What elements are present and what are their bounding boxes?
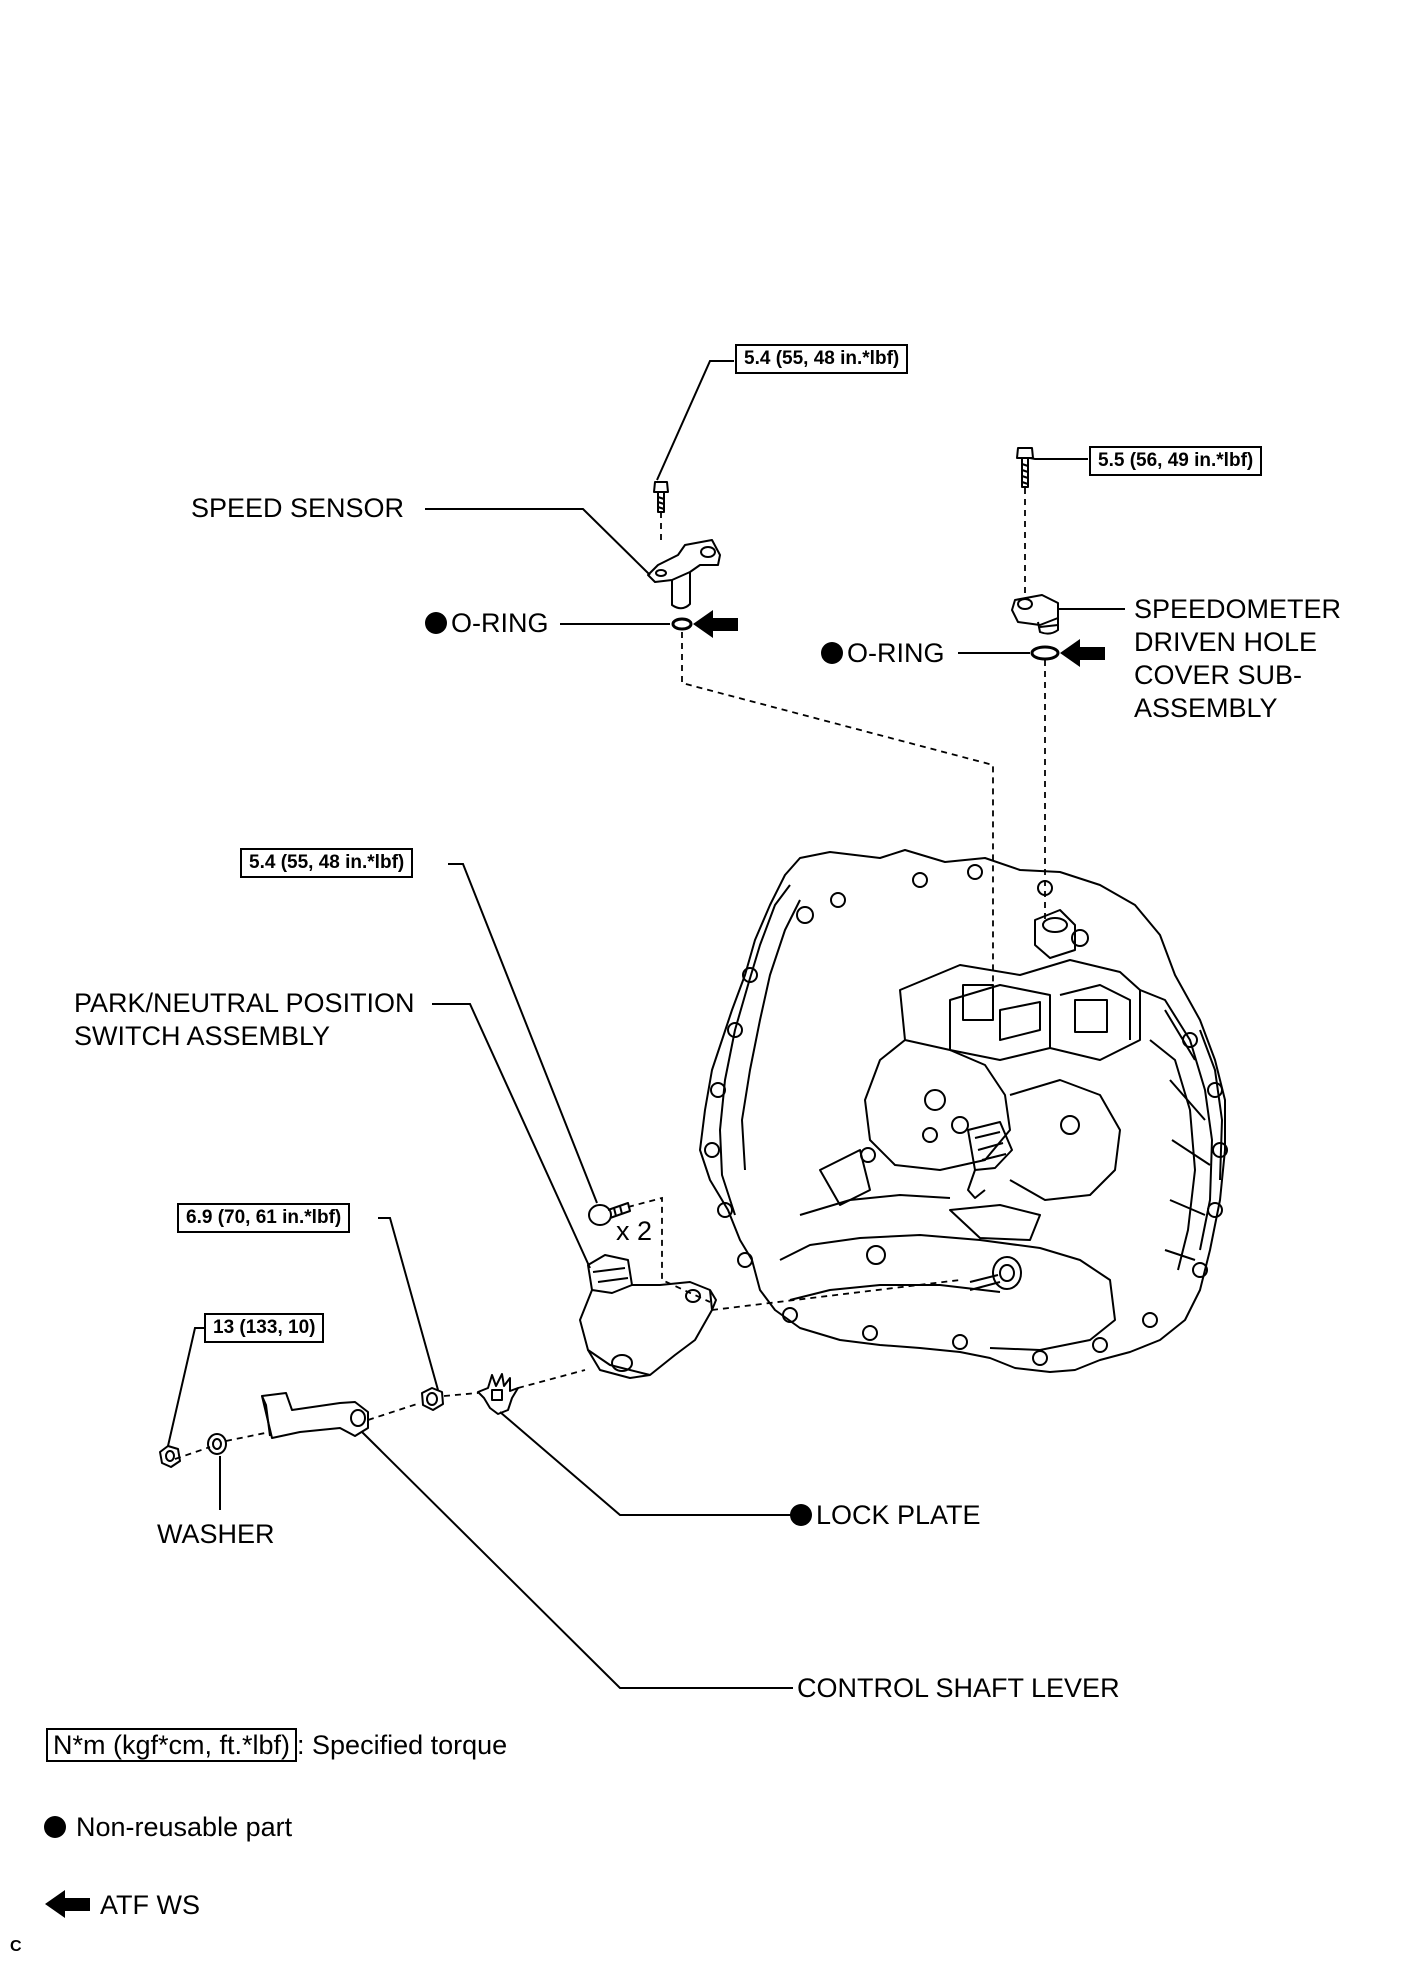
pnp-switch-nut — [421, 1387, 444, 1411]
label-line: PARK/NEUTRAL POSITION — [74, 988, 415, 1018]
label-lock-plate: LOCK PLATE — [790, 1499, 981, 1532]
label-line: DRIVEN HOLE — [1134, 627, 1318, 657]
speedometer-driven-hole-cover — [1011, 594, 1059, 635]
assembly-lines — [174, 488, 1046, 1460]
lever-nut — [159, 1445, 181, 1468]
label-speedometer-cover: SPEEDOMETER DRIVEN HOLE COVER SUB- ASSEM… — [1134, 593, 1341, 725]
torque-pnp-switch-bolt: 5.4 (55, 48 in.*lbf) — [240, 848, 414, 878]
washer-part — [207, 1433, 227, 1455]
label-o-ring-2: O-RING — [821, 637, 945, 670]
park-neutral-position-switch — [579, 1254, 717, 1379]
transaxle-housing — [699, 849, 1228, 1373]
legend-torque: N*m (kgf*cm, ft.*lbf): Specified torque — [46, 1728, 508, 1762]
label-line: ASSEMBLY — [1134, 693, 1278, 723]
legend-atf: ATF WS — [100, 1890, 200, 1920]
label-control-shaft-lever: CONTROL SHAFT LEVER — [797, 1673, 1120, 1703]
legend-non-reusable: Non-reusable part — [44, 1811, 292, 1844]
label-lock-plate-text: LOCK PLATE — [816, 1500, 981, 1530]
legend-torque-box: N*m (kgf*cm, ft.*lbf) — [46, 1728, 298, 1762]
label-line: COVER SUB- — [1134, 660, 1303, 690]
non-reusable-dot-icon — [790, 1504, 812, 1526]
non-reusable-dot-icon — [44, 1816, 66, 1838]
legend-torque-text: : Specified torque — [297, 1730, 508, 1760]
label-o-ring-1-text: O-RING — [451, 608, 549, 638]
label-washer: WASHER — [157, 1519, 275, 1549]
control-shaft-lever — [261, 1392, 369, 1439]
label-speed-sensor: SPEED SENSOR — [191, 493, 405, 523]
speed-sensor-bolt — [653, 481, 669, 513]
torque-cover-bolt: 5.5 (56, 49 in.*lbf) — [1089, 446, 1263, 476]
label-line: SPEEDOMETER — [1134, 594, 1342, 624]
torque-speed-sensor-bolt: 5.4 (55, 48 in.*lbf) — [735, 344, 909, 374]
figure-code: C — [10, 1938, 22, 1955]
atf-arrow-1 — [693, 610, 738, 638]
lock-plate — [477, 1373, 519, 1415]
non-reusable-dot-icon — [425, 612, 447, 634]
non-reusable-dot-icon — [821, 642, 843, 664]
leader-lines — [167, 360, 1125, 1689]
label-o-ring-2-text: O-RING — [847, 638, 945, 668]
speed-sensor — [647, 539, 721, 610]
label-o-ring-1: O-RING — [425, 607, 549, 640]
legend-non-reusable-text: Non-reusable part — [76, 1812, 293, 1842]
label-x2: x 2 — [616, 1216, 653, 1246]
cover-bolt — [1016, 447, 1034, 488]
label-line: SWITCH ASSEMBLY — [74, 1021, 331, 1051]
torque-lever-nut: 13 (133, 10) — [204, 1313, 325, 1343]
atf-arrow-2 — [1060, 639, 1105, 667]
label-pnp-switch: PARK/NEUTRAL POSITION SWITCH ASSEMBLY — [74, 987, 415, 1053]
o-ring-1 — [671, 617, 693, 631]
o-ring-2 — [1030, 645, 1060, 661]
atf-arrow-legend — [45, 1890, 90, 1918]
torque-pnp-switch-nut: 6.9 (70, 61 in.*lbf) — [177, 1203, 351, 1233]
